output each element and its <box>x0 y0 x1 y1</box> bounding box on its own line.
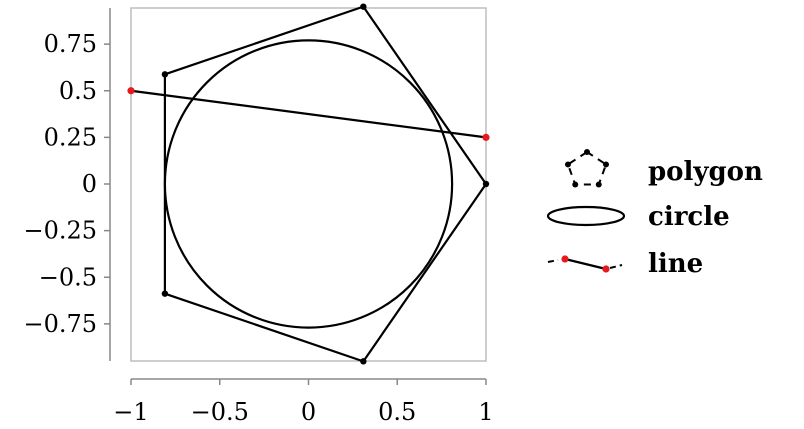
x-tick-label: 0.5 <box>378 398 416 426</box>
x-tick-label: 0 <box>301 398 316 426</box>
line-series <box>130 89 487 139</box>
polygon-vertex-marker <box>482 180 490 188</box>
legend-polygon-marker <box>584 149 590 155</box>
polygon-series <box>163 5 488 363</box>
y-tick-label: −0.25 <box>23 217 97 245</box>
legend-polygon-marker <box>595 181 602 188</box>
circle-series <box>163 39 454 329</box>
plot-border <box>130 7 487 362</box>
legend-label-line: line <box>648 249 703 279</box>
plot-frame <box>130 7 487 362</box>
legend-label-polygon: polygon <box>648 157 763 187</box>
legend-line-marker <box>561 255 569 263</box>
line-endpoint-marker <box>127 87 135 95</box>
x-tick-label: 1 <box>478 398 493 426</box>
series-layer <box>127 3 490 365</box>
y-tick-label: −0.75 <box>23 310 97 338</box>
polygon-vertex-marker <box>161 71 169 78</box>
x-tick-label: −1 <box>113 398 148 426</box>
legend-label-circle: circle <box>648 202 730 232</box>
legend-polygon-marker <box>564 161 571 168</box>
y-tick-label: 0.25 <box>44 123 97 151</box>
legend-polygon-marker <box>572 181 579 188</box>
y-tick-label: 0 <box>82 170 97 198</box>
y-tick-label: 0.5 <box>59 77 97 105</box>
legend-line-dash-right <box>609 264 623 269</box>
legend-polygon-icon <box>566 150 608 186</box>
y-tick-label: −0.5 <box>39 263 97 291</box>
line-endpoint-marker <box>482 133 490 141</box>
x-tick-label: −0.5 <box>191 398 249 426</box>
polygon-vertex-marker <box>360 3 367 10</box>
polygon-vertex-marker <box>161 290 169 297</box>
polygon-vertex-marker <box>360 358 367 365</box>
legend: polygon circle line <box>546 149 763 279</box>
legend-polygon-marker <box>603 161 610 168</box>
axes: 0.75 0.5 0.25 0 −0.25 −0.5 −0.75 −1 −0.5 0 0.5 1 <box>23 8 494 426</box>
legend-line-marker <box>602 265 610 273</box>
legend-circle-icon <box>546 205 626 227</box>
y-tick-label: 0.75 <box>44 30 97 58</box>
legend-line-icon <box>564 257 607 271</box>
legend-line-dash-left <box>547 259 559 263</box>
